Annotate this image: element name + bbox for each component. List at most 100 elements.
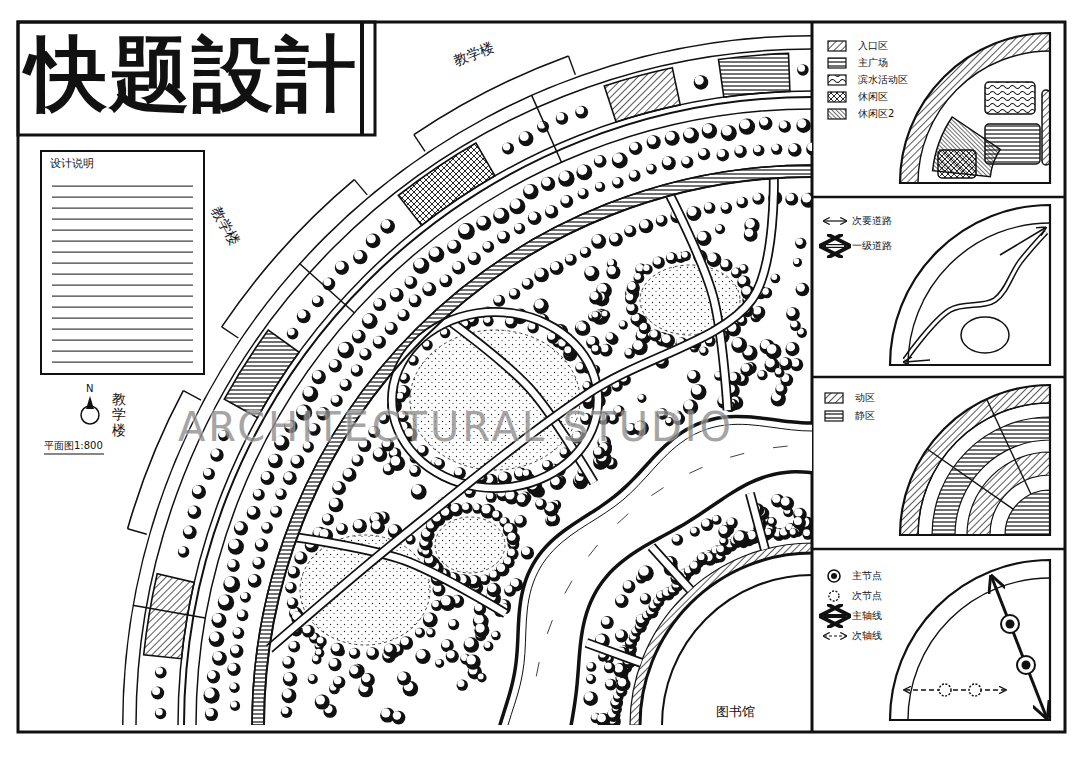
tree-canopy — [349, 648, 360, 659]
tree-highlight — [416, 628, 422, 634]
tree-canopy — [482, 241, 494, 253]
tree-canopy — [699, 347, 708, 356]
tree-highlight — [442, 640, 450, 648]
tree-canopy — [405, 276, 418, 289]
tree-highlight — [732, 338, 742, 348]
tree-symbol — [694, 75, 709, 90]
tree-symbol — [297, 309, 311, 323]
tree-canopy — [253, 489, 265, 501]
tree-canopy — [637, 394, 646, 403]
tree-canopy — [429, 247, 445, 263]
tree-symbol — [665, 131, 680, 146]
tree-canopy — [440, 275, 453, 288]
tree-highlight — [336, 261, 345, 270]
tree-highlight — [740, 119, 750, 129]
analysis-outline — [900, 33, 1050, 183]
secondary-node — [939, 684, 951, 696]
building-edge — [128, 529, 147, 535]
tree-symbol — [316, 637, 327, 648]
tree-highlight — [494, 295, 501, 302]
rule-line — [52, 219, 193, 220]
tree-symbol — [380, 219, 394, 233]
tree-highlight — [284, 673, 293, 682]
tree-highlight — [303, 625, 311, 633]
tree-canopy — [335, 261, 349, 275]
tree-canopy — [366, 234, 381, 249]
tree-highlight — [473, 504, 479, 510]
tree-canopy — [578, 188, 589, 199]
tree-highlight — [492, 631, 498, 637]
tree-highlight — [253, 557, 261, 565]
tree-canopy — [716, 545, 727, 556]
ring-road-edge — [122, 35, 812, 725]
tree-canopy — [687, 370, 700, 383]
tree-symbol — [707, 252, 722, 267]
tree-canopy — [521, 546, 534, 559]
legend-samples — [824, 41, 846, 636]
tree-symbol — [440, 275, 453, 288]
tree-highlight — [719, 526, 727, 534]
tree-highlight — [193, 486, 202, 495]
tree-canopy — [624, 225, 636, 237]
tree-highlight — [317, 637, 324, 644]
tree-highlight — [499, 472, 508, 481]
tree-highlight — [791, 359, 799, 367]
tree-canopy — [721, 125, 737, 141]
tree-symbol — [629, 142, 642, 155]
tree-highlight — [802, 193, 811, 202]
tree-canopy — [704, 202, 716, 214]
tree-canopy — [767, 517, 777, 527]
tree-canopy — [649, 330, 661, 342]
tree-highlight — [653, 257, 661, 265]
tree-canopy — [491, 631, 500, 640]
tree-symbol — [802, 529, 813, 540]
tree-highlight — [350, 648, 357, 655]
tree-canopy — [780, 496, 794, 510]
tree-symbol — [646, 164, 657, 175]
tree-highlight — [508, 549, 515, 556]
tree-highlight — [362, 674, 371, 683]
tree-highlight — [587, 337, 595, 345]
tree-highlight — [576, 106, 584, 114]
tree-symbol — [793, 516, 806, 529]
tree-canopy — [577, 322, 590, 335]
tree-symbol — [639, 219, 653, 233]
main-node-core — [1022, 661, 1031, 670]
tree-highlight — [276, 489, 283, 496]
legend-text: 静区 — [855, 410, 875, 421]
tree-canopy — [605, 679, 617, 691]
tree-highlight — [313, 371, 322, 380]
building-edge — [354, 180, 367, 195]
tree-symbol — [656, 215, 668, 227]
tree-symbol — [591, 234, 606, 249]
tree-canopy — [718, 525, 731, 538]
tree-highlight — [374, 299, 382, 307]
tree-highlight — [224, 577, 234, 587]
tree-symbol — [212, 613, 227, 628]
tree-symbol — [615, 629, 628, 642]
tree-canopy — [468, 252, 481, 265]
tree-symbol — [450, 503, 463, 516]
tree-highlight — [231, 701, 237, 707]
tree-canopy — [373, 298, 386, 311]
ring-road-edge — [264, 177, 812, 725]
tree-symbol — [699, 347, 708, 356]
tree-symbol — [586, 674, 596, 684]
tree-highlight — [758, 370, 764, 376]
tree-symbol — [793, 258, 802, 267]
zone-divider — [927, 449, 1013, 509]
tree-highlight — [489, 570, 496, 577]
tree-canopy — [422, 282, 436, 296]
radial-path — [670, 196, 727, 410]
tree-canopy — [744, 228, 758, 242]
tree-symbol — [322, 513, 334, 525]
tree-highlight — [497, 564, 505, 572]
tree-highlight — [606, 679, 613, 686]
tree-symbol — [626, 303, 638, 315]
tree-symbol — [223, 576, 240, 593]
tree-symbol — [721, 202, 733, 214]
tree-symbol — [577, 322, 590, 335]
tree-canopy — [283, 672, 297, 686]
tree-highlight — [780, 358, 788, 366]
tree-canopy — [796, 283, 810, 297]
